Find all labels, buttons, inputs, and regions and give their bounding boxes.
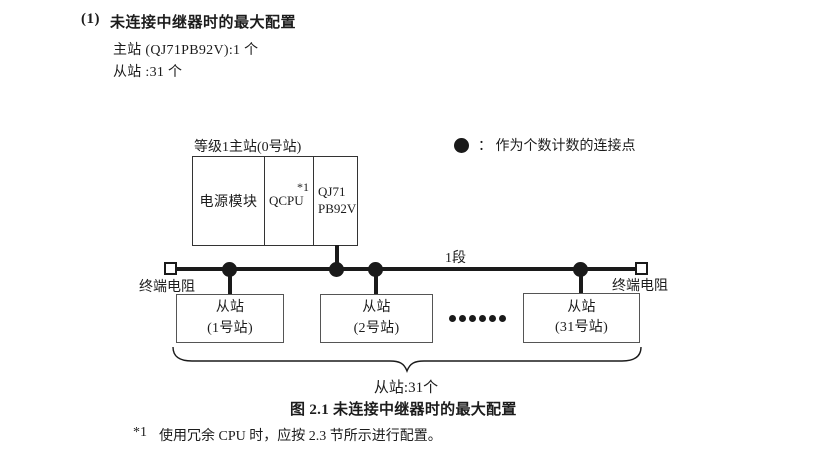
section-title: 未连接中继器时的最大配置 [110,15,297,31]
terminating-resistor-right-icon [635,262,648,275]
slave-station-31-box: 从站 (31号站) [523,293,640,343]
slave-station-1-box: 从站 (1号站) [176,294,284,343]
ellipsis-dot [499,315,506,322]
qcpu-cell: *1 QCPU [265,157,314,245]
slave1-drop-line [228,271,232,295]
figure-caption: 图 2.1 未连接中继器时的最大配置 [290,402,517,418]
master-drop-line [335,245,339,267]
connection-point-dot [368,262,383,277]
slave2-drop-line [374,271,378,295]
qj71pb92v-cell: QJ71 PB92V [318,184,357,216]
section-heading: (1) 未连接中继器时的最大配置 [81,11,296,32]
section-number: (1) [81,11,100,27]
ellipsis-dots [449,315,506,322]
terminating-resistor-left-label: 终端电阻 [139,280,195,295]
slave-count-label: 从站:31个 [373,380,439,396]
footnote: *1 使用冗余 CPU 时，应按 2.3 节所示进行配置。 [133,425,442,445]
bus-line [170,267,640,271]
power-module-cell: 电源模块 [193,157,265,245]
terminating-resistor-left-icon [164,262,177,275]
master-spec-line: 主站 (QJ71PB92V):1 个 [113,43,259,58]
slave-station-2-box: 从站 (2号站) [320,294,433,343]
master-station-label: 等级1主站(0号站) [194,140,302,155]
ellipsis-dot [479,315,486,322]
footnote-text: 使用冗余 CPU 时，应按 2.3 节所示进行配置。 [159,429,442,444]
footnote-reference: *1 [297,180,309,194]
brace-bracket [172,346,642,373]
slave31-drop-line [579,271,583,294]
legend-text: ： 作为个数计数的连接点 [478,139,636,154]
ellipsis-dot [489,315,496,322]
connection-point-dot [573,262,588,277]
segment-label: 1段 [445,251,466,266]
slave-spec-line: 从站 :31 个 [113,65,183,80]
ellipsis-dot [449,315,456,322]
master-station-box: 电源模块 *1 QCPU QJ71 PB92V [192,156,358,246]
legend: ： 作为个数计数的连接点 [454,135,636,155]
ellipsis-dot [459,315,466,322]
footnote-marker: *1 [133,425,147,440]
connection-point-dot [329,262,344,277]
ellipsis-dot [469,315,476,322]
qcpu-label: QCPU [269,193,304,208]
connection-point-dot [222,262,237,277]
terminating-resistor-right-label: 终端电阻 [612,279,668,294]
connection-point-icon [454,137,469,153]
